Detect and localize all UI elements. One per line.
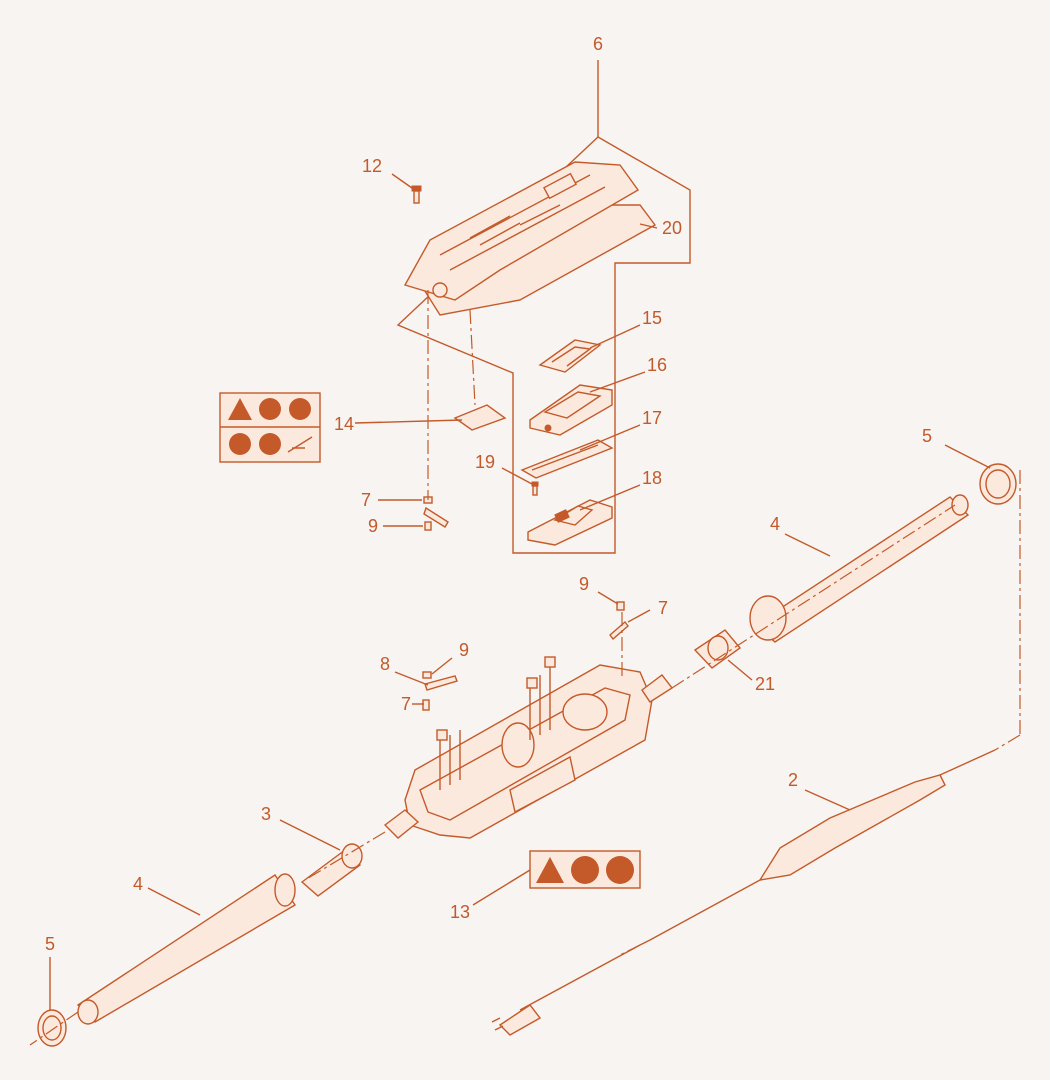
callout-20: 20 xyxy=(662,218,682,238)
leader-4a xyxy=(784,533,831,557)
axis-main-left xyxy=(29,831,386,1046)
callout-9-upper: 9 xyxy=(368,516,378,536)
central-housing xyxy=(383,656,674,839)
leader-8 xyxy=(394,671,429,686)
callout-12: 12 xyxy=(362,156,382,176)
assembly-group-outline xyxy=(396,136,691,554)
callout-18: 18 xyxy=(642,468,662,488)
leader-17 xyxy=(579,424,641,451)
part-18-switch xyxy=(527,499,613,546)
warning-sticker-panel xyxy=(219,392,321,463)
part-5-ring-left xyxy=(37,1009,67,1047)
callout-5-right: 5 xyxy=(922,426,932,446)
callout-7-lower: 7 xyxy=(401,694,411,714)
axis-cover-label xyxy=(469,309,476,406)
leader-5a xyxy=(944,444,991,469)
leader-9c xyxy=(431,657,453,675)
callout-4-left: 4 xyxy=(133,874,143,894)
part-7-8-9-clamp-lower xyxy=(422,671,458,711)
leader-3 xyxy=(279,819,341,851)
callout-16: 16 xyxy=(647,355,667,375)
part-13-sticker xyxy=(529,850,641,889)
leader-13 xyxy=(472,869,531,906)
callout-4-right: 4 xyxy=(770,514,780,534)
callout-13: 13 xyxy=(450,902,470,922)
callout-19: 19 xyxy=(475,452,495,472)
leader-19 xyxy=(501,467,533,485)
callout-17: 17 xyxy=(642,408,662,428)
callout-15: 15 xyxy=(642,308,662,328)
axis-main-right xyxy=(671,504,1021,751)
callout-14: 14 xyxy=(334,414,354,434)
part-14-label xyxy=(453,404,507,431)
leader-20 xyxy=(639,223,658,229)
part-17-gasket xyxy=(520,439,614,479)
leader-15 xyxy=(589,324,641,349)
part-4-sleeve-right xyxy=(749,494,970,643)
part-20-cover xyxy=(403,161,657,316)
part-7-9-clamp-upper xyxy=(423,496,449,531)
callout-9-right: 9 xyxy=(579,574,589,594)
leader-4b xyxy=(147,887,201,916)
leader-14 xyxy=(354,419,463,424)
part-3-gland xyxy=(300,843,363,897)
callout-7-upper: 7 xyxy=(361,490,371,510)
callout-7-right: 7 xyxy=(658,598,668,618)
part-5-ring-right xyxy=(979,463,1017,505)
callout-8: 8 xyxy=(380,654,390,674)
callout-2: 2 xyxy=(788,770,798,790)
leader-12 xyxy=(391,173,413,189)
callout-9-lower: 9 xyxy=(459,640,469,660)
leader-2 xyxy=(804,789,851,811)
part-7-9-clamp-right xyxy=(609,601,629,641)
leader-18 xyxy=(579,484,641,511)
leader-9b xyxy=(597,591,619,605)
axis-cable xyxy=(619,944,641,956)
leader-21 xyxy=(727,659,753,681)
leader-16 xyxy=(589,371,646,393)
part-12-screw xyxy=(411,185,422,204)
callout-5-left: 5 xyxy=(45,934,55,954)
callout-3: 3 xyxy=(261,804,271,824)
callout-6: 6 xyxy=(593,34,603,54)
part-21-gland xyxy=(693,629,742,669)
leader-7b xyxy=(627,609,651,623)
callout-21: 21 xyxy=(755,674,775,694)
part-2-cable xyxy=(491,749,996,1036)
part-19-screw xyxy=(531,481,539,496)
part-15-cap xyxy=(538,339,602,373)
part-16-frame xyxy=(529,384,613,436)
part-4-sleeve-left xyxy=(76,873,296,1025)
